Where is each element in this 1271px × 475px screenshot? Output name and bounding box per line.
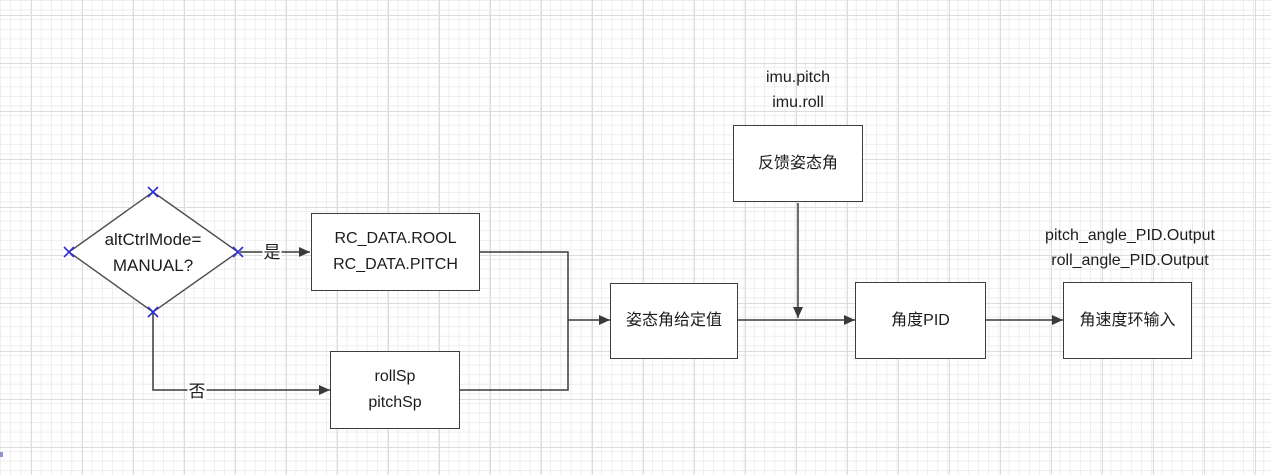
node-rate-loop-input[interactable]: 角速度环输入	[1063, 282, 1192, 359]
node-attitude-setpoint[interactable]: 姿态角给定值	[610, 283, 738, 359]
connector-rcdata-to-junction[interactable]	[480, 251, 569, 320]
node-rc-data-label: RC_DATA.ROOL RC_DATA.PITCH	[333, 226, 458, 278]
node-angle-pid-label: 角度PID	[891, 311, 950, 329]
branch-label-no: 否	[187, 382, 207, 401]
annotation-pid-output: pitch_angle_PID.Output roll_angle_PID.Ou…	[1020, 223, 1240, 273]
node-feedback-attitude-label: 反馈姿态角	[757, 154, 838, 172]
decision-label: altCtrlMode= MANUAL?	[73, 227, 233, 279]
annotation-imu-line2: imu.roll	[772, 94, 824, 111]
node-angle-pid[interactable]: 角度PID	[855, 282, 986, 359]
branch-label-yes: 是	[262, 243, 282, 262]
connection-point-x-icon	[232, 246, 244, 258]
connection-point-x-icon	[147, 306, 159, 318]
decision-label-line2: MANUAL?	[112, 256, 194, 275]
node-sp[interactable]: rollSp pitchSp	[330, 351, 460, 429]
rc-data-line1: RC_DATA.ROOL	[334, 230, 457, 247]
node-rc-data[interactable]: RC_DATA.ROOL RC_DATA.PITCH	[311, 213, 480, 291]
node-attitude-setpoint-label: 姿态角给定值	[625, 312, 722, 329]
decision-label-line1: altCtrlMode=	[104, 230, 202, 249]
node-sp-label: rollSp pitchSp	[368, 364, 421, 416]
sp-line1: rollSp	[374, 368, 416, 385]
connection-point-markers	[63, 186, 244, 318]
rc-data-line2: RC_DATA.PITCH	[333, 256, 458, 273]
node-feedback-attitude[interactable]: 反馈姿态角	[733, 125, 863, 202]
annotation-imu: imu.pitch imu.roll	[728, 65, 868, 115]
annotation-pid-output-line2: roll_angle_PID.Output	[1051, 252, 1209, 269]
annotation-imu-line1: imu.pitch	[765, 69, 831, 86]
annotation-pid-output-line1: pitch_angle_PID.Output	[1045, 227, 1215, 244]
connection-point-x-icon	[147, 186, 159, 198]
connector-sp-to-junction[interactable]	[460, 320, 569, 391]
node-rate-loop-input-label: 角速度环输入	[1079, 311, 1176, 329]
connector-no-branch[interactable]	[152, 313, 330, 395]
connection-point-x-icon	[63, 246, 75, 258]
sp-line2: pitchSp	[368, 394, 422, 411]
page-edge-mark	[0, 452, 3, 457]
